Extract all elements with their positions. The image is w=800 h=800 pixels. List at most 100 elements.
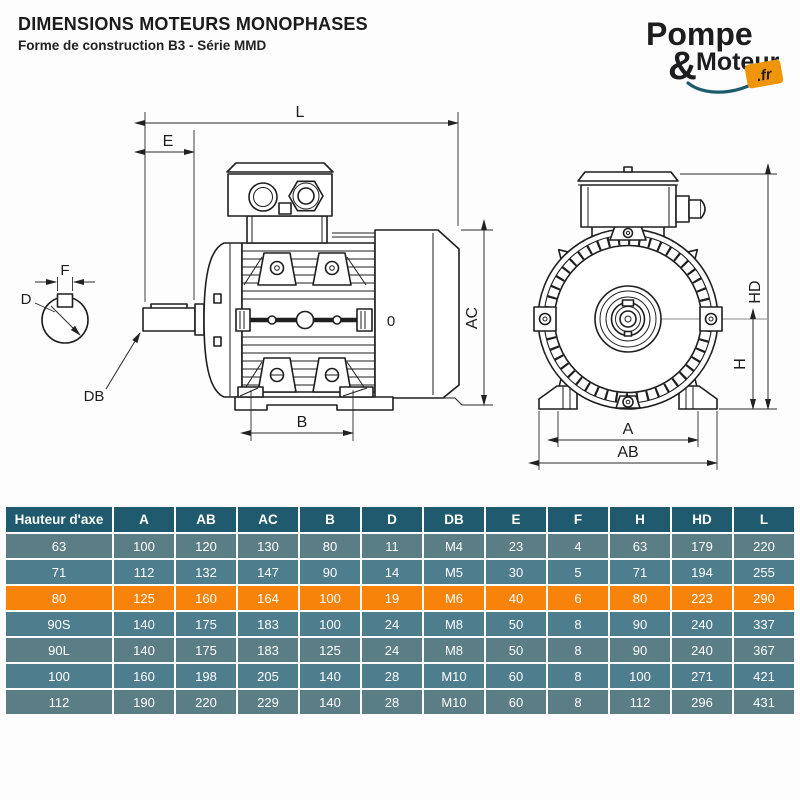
table-cell: 8 xyxy=(548,664,608,688)
column-header-hd: HD xyxy=(672,507,732,532)
side-view-dimensions xyxy=(105,112,493,441)
table-cell: 6 xyxy=(548,586,608,610)
table-cell: 8 xyxy=(548,690,608,714)
table-cell: 160 xyxy=(114,664,174,688)
table-cell: 367 xyxy=(734,638,794,662)
dimensions-table: Hauteur d'axe A AB AC B D DB E F H HD L … xyxy=(4,505,796,716)
front-end-bell xyxy=(203,242,243,398)
column-header-l: L xyxy=(734,507,794,532)
table-cell: 100 xyxy=(300,586,360,610)
logo-tld: .fr xyxy=(755,66,774,86)
table-cell: 24 xyxy=(362,612,422,636)
table-cell: 100 xyxy=(300,612,360,636)
table-cell: 5 xyxy=(548,560,608,584)
table-cell: 80 xyxy=(300,534,360,558)
table-cell: 229 xyxy=(238,690,298,714)
table-cell: 24 xyxy=(362,638,422,662)
table-cell: 14 xyxy=(362,560,422,584)
motor-feet-front xyxy=(538,385,718,410)
table-cell: 100 xyxy=(610,664,670,688)
table-row-90l: 90L 140 175 183 125 24 M8 50 8 90 240 36… xyxy=(6,638,794,662)
dim-label-a: A xyxy=(623,421,634,438)
table-cell: M10 xyxy=(424,664,484,688)
table-cell: 112 xyxy=(114,560,174,584)
table-cell: 160 xyxy=(176,586,236,610)
table-cell: 220 xyxy=(734,534,794,558)
table-cell: 240 xyxy=(672,638,732,662)
table-cell: 80 xyxy=(610,586,670,610)
table-row-63: 63 100 120 130 80 11 M4 23 4 63 179 220 xyxy=(6,534,794,558)
motor-body-fins xyxy=(235,232,376,393)
table-cell: 60 xyxy=(486,664,546,688)
table-cell: 271 xyxy=(672,664,732,688)
front-view-drawing: HD H A AB xyxy=(528,163,777,470)
label-o: 0 xyxy=(387,313,395,330)
table-row-71: 71 112 132 147 90 14 M5 30 5 71 194 255 xyxy=(6,560,794,584)
table-cell: 19 xyxy=(362,586,422,610)
table-header-row: Hauteur d'axe A AB AC B D DB E F H HD L xyxy=(6,507,794,532)
table-cell: M5 xyxy=(424,560,484,584)
table-cell: 28 xyxy=(362,664,422,688)
terminal-box-side xyxy=(226,162,334,244)
dim-label-e: E xyxy=(163,133,174,150)
table-cell: 30 xyxy=(486,560,546,584)
side-view-drawing: F D xyxy=(21,104,493,441)
shaft-hub xyxy=(594,285,662,353)
table-cell: 147 xyxy=(238,560,298,584)
column-header-ac: AC xyxy=(238,507,298,532)
column-header-b: B xyxy=(300,507,360,532)
table-cell: 80 xyxy=(6,586,112,610)
table-cell: 223 xyxy=(672,586,732,610)
table-cell: 183 xyxy=(238,612,298,636)
keyway xyxy=(56,293,74,308)
table-cell: 100 xyxy=(114,534,174,558)
table-cell: 140 xyxy=(114,612,174,636)
column-header-h: H xyxy=(610,507,670,532)
column-header-f: F xyxy=(548,507,608,532)
table-cell: 40 xyxy=(486,586,546,610)
table-cell: 290 xyxy=(734,586,794,610)
table-cell: 255 xyxy=(734,560,794,584)
brand-logo: Pompe & Moteur .fr xyxy=(646,16,784,94)
terminal-box-front xyxy=(577,166,706,237)
table-cell: 140 xyxy=(300,690,360,714)
page-subtitle: Forme de construction B3 - Série MMD xyxy=(18,38,267,53)
table-cell: 63 xyxy=(610,534,670,558)
table-cell: 194 xyxy=(672,560,732,584)
table-cell: 179 xyxy=(672,534,732,558)
table-cell: 63 xyxy=(6,534,112,558)
table-cell: 60 xyxy=(486,690,546,714)
table-cell: 112 xyxy=(6,690,112,714)
table-cell: 164 xyxy=(238,586,298,610)
dim-label-f: F xyxy=(60,262,69,279)
table-cell: 50 xyxy=(486,638,546,662)
table-cell: 90 xyxy=(610,638,670,662)
dim-label-db: DB xyxy=(84,388,105,405)
table-cell: 140 xyxy=(300,664,360,688)
table-cell: 431 xyxy=(734,690,794,714)
column-header-a: A xyxy=(114,507,174,532)
column-header-e: E xyxy=(486,507,546,532)
logo-ampersand: & xyxy=(668,44,697,88)
shaft-keyway xyxy=(621,299,635,307)
table-cell: 71 xyxy=(610,560,670,584)
table-cell: 11 xyxy=(362,534,422,558)
dim-label-l: L xyxy=(296,104,305,121)
dim-label-d: D xyxy=(21,291,32,308)
dim-label-hd: HD xyxy=(747,280,764,303)
table-cell: 130 xyxy=(238,534,298,558)
table-cell: M10 xyxy=(424,690,484,714)
table-cell: 8 xyxy=(548,638,608,662)
table-row-112: 112 190 220 229 140 28 M10 60 8 112 296 … xyxy=(6,690,794,714)
table-cell: 23 xyxy=(486,534,546,558)
table-cell: 421 xyxy=(734,664,794,688)
logo-word1: Pompe xyxy=(646,16,753,52)
table-cell: 198 xyxy=(176,664,236,688)
side-lugs xyxy=(533,225,723,409)
table-cell: M6 xyxy=(424,586,484,610)
table-cell: M8 xyxy=(424,638,484,662)
table-cell: 175 xyxy=(176,638,236,662)
table-cell: 205 xyxy=(238,664,298,688)
table-cell: 337 xyxy=(734,612,794,636)
table-cell: 296 xyxy=(672,690,732,714)
